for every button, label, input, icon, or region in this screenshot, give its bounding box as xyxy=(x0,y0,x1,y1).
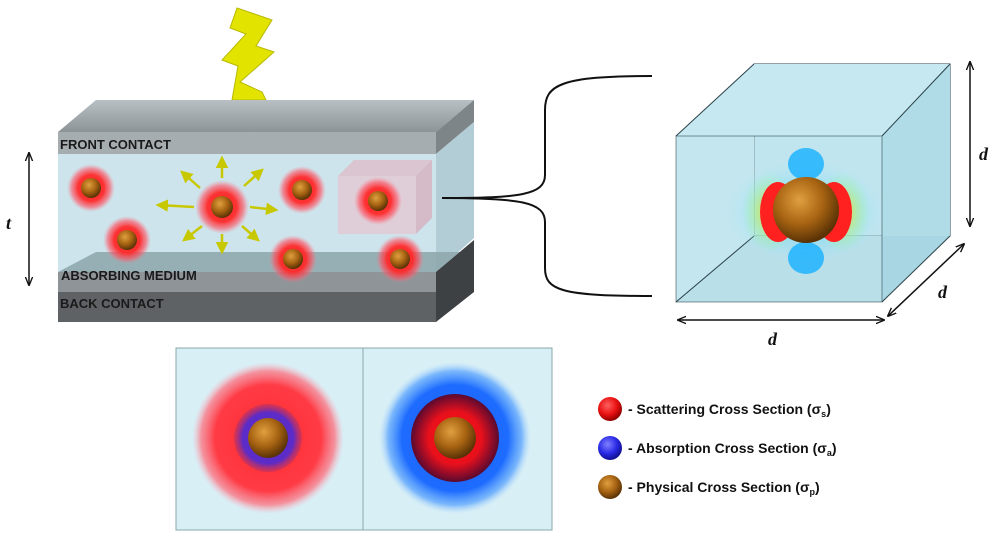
legend-close: ) xyxy=(826,401,831,417)
nanoparticle xyxy=(67,164,115,212)
front-contact-layer xyxy=(58,132,436,154)
absorption-dominant-particle xyxy=(379,362,531,514)
legend-item-physical: - Physical Cross Section (σp) xyxy=(598,475,820,499)
nanoparticle xyxy=(195,180,249,234)
cube-depth-label: d xyxy=(938,282,948,302)
svg-text:- Physical Cross Section (σp): - Physical Cross Section (σp) xyxy=(628,479,820,497)
scattering-dominant-particle xyxy=(192,362,344,514)
legend-subscript: a xyxy=(827,448,833,458)
cube-depth-arrow xyxy=(888,244,964,316)
front-contact-label: FRONT CONTACT xyxy=(60,137,171,152)
legend-label: - Scattering Cross Section (σ xyxy=(628,401,822,417)
unit-cell-cube xyxy=(675,63,951,303)
nanoparticle xyxy=(376,235,424,283)
legend-item-scattering: - Scattering Cross Section (σs) xyxy=(598,397,831,421)
cross-section-panels xyxy=(175,347,553,531)
back-contact-layer xyxy=(58,272,436,292)
legend-subscript: p xyxy=(810,487,816,497)
legend-subscript: s xyxy=(821,409,826,419)
zoom-brace xyxy=(441,75,653,297)
cube-height-label: d xyxy=(979,144,989,164)
legend-item-absorption: - Absorption Cross Section (σa) xyxy=(598,436,837,460)
cube-width-label: d xyxy=(768,329,778,349)
nanoparticle xyxy=(269,235,317,283)
nanoparticle xyxy=(354,177,402,225)
field-pattern xyxy=(726,148,886,274)
nanoparticle xyxy=(103,216,151,264)
scattering-arrows xyxy=(155,155,279,255)
thickness-label: t xyxy=(6,213,12,233)
front-contact-top-face xyxy=(58,100,474,132)
lightning-bolt-icon xyxy=(221,7,275,101)
legend: - Scattering Cross Section (σs) - Absorp… xyxy=(598,397,837,499)
legend-label: - Physical Cross Section (σ xyxy=(628,479,810,495)
legend-close: ) xyxy=(815,479,820,495)
legend-label: - Absorption Cross Section (σ xyxy=(628,440,827,456)
svg-text:- Scattering Cross Section (σs: - Scattering Cross Section (σs) xyxy=(628,401,831,419)
legend-close: ) xyxy=(832,440,837,456)
back-contact-label: BACK CONTACT xyxy=(60,296,164,311)
svg-text:- Absorption Cross Section (σa: - Absorption Cross Section (σa) xyxy=(628,440,837,458)
nanoparticles xyxy=(67,164,424,283)
absorbing-medium-label: ABSORBING MEDIUM xyxy=(61,268,197,283)
nanoparticle xyxy=(278,166,326,214)
